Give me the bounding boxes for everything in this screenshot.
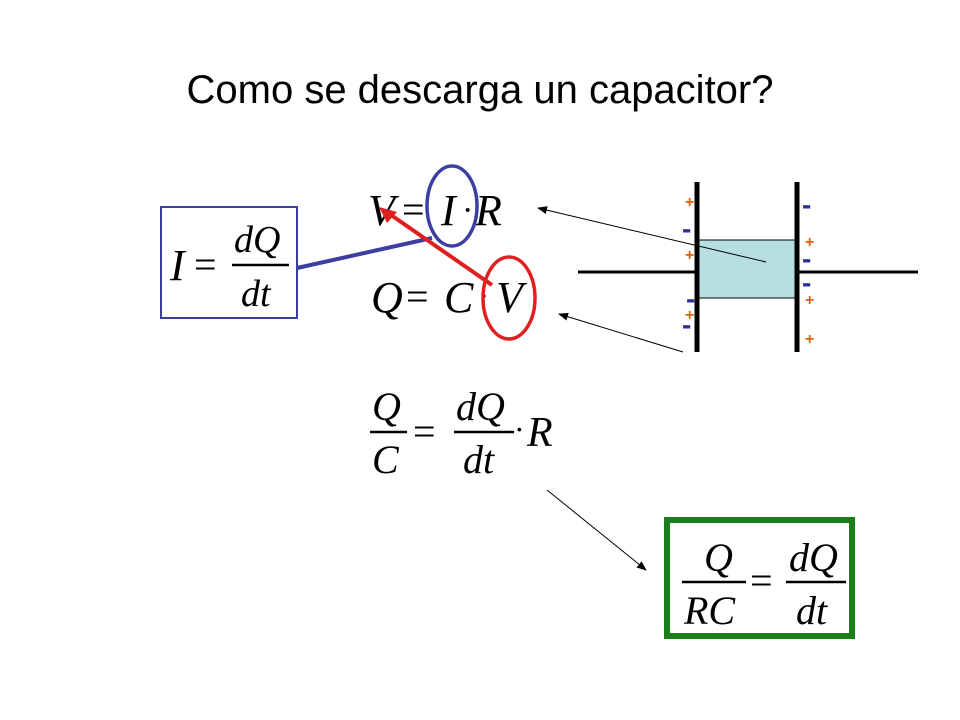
- right-sign-4: -: [802, 267, 811, 298]
- charge-equation: Q = C · V: [371, 273, 528, 322]
- voltage-highlight-ellipse: [481, 255, 537, 341]
- slide-title: Como se descarga un capacitor?: [186, 68, 774, 112]
- result-box-frame: [664, 517, 855, 639]
- charge-v: V: [496, 273, 528, 322]
- current-highlight-ellipse: [425, 164, 479, 248]
- right-sign-1: -: [802, 189, 811, 220]
- current-lhs: I: [169, 241, 187, 290]
- right-plate-signs: - + - - + +: [802, 189, 814, 348]
- capacitor-to-ohm-arrow: [537, 206, 767, 263]
- combined-right-numerator: dQ: [456, 384, 505, 429]
- right-sign-5: +: [805, 292, 814, 309]
- combined-left-denominator: C: [372, 437, 400, 482]
- ohm-law-equation: V = I · R: [368, 186, 502, 235]
- voltage-substitution-line: [389, 213, 494, 287]
- ohm-dot: ·: [462, 192, 473, 229]
- right-sign-3: -: [802, 243, 811, 274]
- current-denominator: dt: [241, 273, 272, 315]
- left-sign-6: -: [682, 309, 691, 340]
- voltage-arrowhead: [379, 207, 397, 223]
- charge-q: Q: [371, 273, 403, 322]
- current-numerator: dQ: [234, 219, 280, 261]
- right-sign-2: +: [805, 234, 814, 251]
- result-equals: =: [750, 558, 773, 603]
- ohm-i: I: [440, 186, 458, 235]
- result-right-denominator: dt: [796, 588, 828, 633]
- combined-equals: =: [413, 409, 436, 454]
- combined-left-numerator: Q: [372, 384, 401, 429]
- result-equation-box: Q RC = dQ dt: [664, 517, 855, 639]
- left-plate-signs: + - + - + -: [682, 194, 695, 340]
- dielectric: [697, 239, 796, 299]
- left-sign-2: -: [682, 213, 691, 244]
- current-equals: =: [194, 242, 217, 287]
- combined-right-denominator: dt: [463, 437, 495, 482]
- current-substitution-line: [296, 236, 433, 270]
- combined-r: R: [526, 410, 553, 456]
- right-sign-6: +: [805, 331, 814, 348]
- capacitor-to-charge-arrow: [558, 312, 684, 353]
- result-left-numerator: Q: [704, 535, 733, 580]
- current-box-frame: [160, 206, 298, 319]
- capacitor-diagram: + - + - + - - + - - + +: [578, 182, 918, 352]
- ohm-equals: =: [402, 187, 425, 232]
- combined-equation: Q C = dQ dt · R: [370, 384, 553, 482]
- left-sign-3: +: [685, 247, 694, 264]
- left-sign-1: +: [685, 194, 694, 211]
- charge-equals: =: [406, 274, 429, 319]
- result-left-denominator: RC: [683, 588, 736, 633]
- left-sign-4: -: [686, 283, 695, 314]
- combined-dot: ·: [514, 411, 525, 447]
- result-right-numerator: dQ: [789, 535, 838, 580]
- current-equation-box: I = dQ dt: [160, 206, 298, 319]
- result-arrow: [546, 489, 647, 571]
- charge-c: C: [444, 273, 474, 322]
- ohm-r: R: [474, 186, 502, 235]
- left-sign-5: +: [685, 307, 694, 324]
